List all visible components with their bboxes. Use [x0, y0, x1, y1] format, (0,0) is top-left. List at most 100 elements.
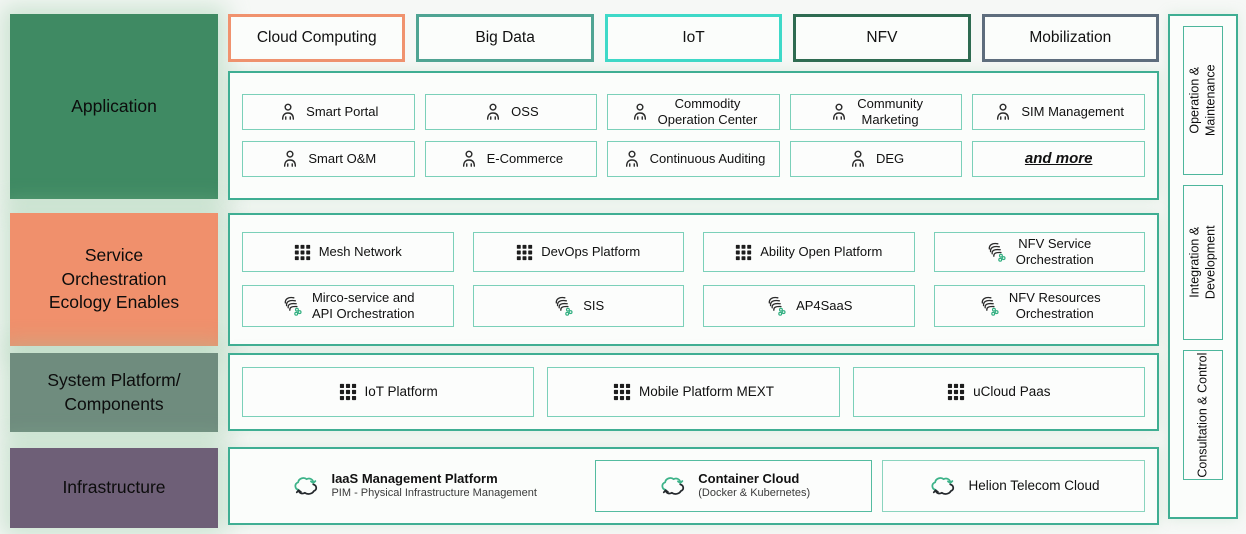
layer-label-system-platform: System Platform/ Components — [10, 353, 218, 432]
sys-item-iot-platform: IoT Platform — [242, 367, 535, 417]
app-item-smart-oam: Smart O&M — [242, 141, 415, 177]
person-icon — [633, 103, 646, 120]
app-item-label: DEG — [875, 150, 905, 166]
grid-icon — [948, 383, 965, 401]
person-icon — [997, 103, 1010, 120]
infra-item-title: Container Cloud — [698, 471, 800, 486]
service-row-2: Mirco-service and API Orchestration SIS … — [242, 285, 1145, 327]
vertical-label: Integration & Development — [1187, 225, 1218, 300]
chip-cloud-computing: Cloud Computing — [228, 14, 406, 62]
infra-item-iaas-management-platform: IaaS Management Platform PIM - Physical … — [242, 460, 585, 512]
sys-item-ucloud-paas: uCloud Paas — [852, 367, 1145, 417]
person-icon — [462, 150, 475, 167]
application-row-1: Smart Portal OSS Commodity Operation Cen… — [242, 94, 1145, 130]
vertical-label: Consultation & Control — [1195, 352, 1210, 478]
person-icon — [833, 103, 846, 120]
chip-nfv: NFV — [793, 14, 971, 62]
chip-big-data: Big Data — [416, 14, 594, 62]
main-content-column: Cloud Computing Big Data IoT NFV Mobiliz… — [228, 0, 1160, 534]
app-item-e-commerce: E-Commerce — [424, 141, 598, 177]
app-item-label: Smart Portal — [306, 103, 379, 119]
grid-icon — [294, 244, 310, 260]
person-icon — [282, 103, 295, 120]
layer-label-application: Application — [10, 14, 218, 199]
cloud-sync-icon — [931, 477, 955, 495]
swirl-icon — [284, 296, 302, 316]
vertical-label: Operation & Maintenance — [1187, 64, 1219, 137]
app-item-oss: OSS — [424, 94, 598, 130]
layer-label-service-orchestration: Service Orchestration Ecology Enables — [10, 213, 218, 346]
infra-item-container-cloud: Container Cloud (Docker & Kubernetes) — [595, 460, 873, 512]
application-panel: Smart Portal OSS Commodity Operation Cen… — [228, 71, 1159, 200]
svc-item-devops-platform: DevOps Platform — [472, 232, 684, 272]
support-services-column: Operation & Maintenance Integration & De… — [1168, 14, 1238, 519]
application-row-2: Smart O&M E-Commerce Continuous Auditing… — [242, 141, 1145, 177]
person-icon — [487, 103, 500, 120]
svc-item-nfv-resources-orchestration: NFV Resources Orchestration — [933, 285, 1145, 327]
app-item-label: Commodity Operation Center — [657, 95, 758, 127]
grid-icon — [339, 383, 356, 401]
app-item-deg: DEG — [789, 141, 963, 177]
svc-item-label: Mesh Network — [318, 243, 402, 259]
swirl-icon — [555, 296, 573, 316]
infra-item-helion-telecom-cloud: Helion Telecom Cloud — [882, 460, 1145, 512]
svc-item-label: AP4SaaS — [796, 297, 853, 313]
app-item-label: E-Commerce — [486, 150, 564, 166]
grid-icon — [613, 383, 631, 401]
layer-label-infrastructure: Infrastructure — [10, 448, 218, 528]
sys-item-mobile-platform-mext: Mobile Platform MEXT — [547, 367, 840, 417]
person-icon — [851, 150, 865, 167]
support-integration-development: Integration & Development — [1183, 185, 1223, 340]
swirl-icon — [981, 296, 999, 316]
app-item-label: SIM Management — [1021, 103, 1124, 119]
app-item-label: Community Marketing — [857, 95, 923, 127]
infra-item-text: Container Cloud (Docker & Kubernetes) — [698, 471, 810, 501]
infra-item-text: IaaS Management Platform PIM - Physical … — [331, 471, 536, 501]
svc-item-label: NFV Service Orchestration — [1015, 235, 1094, 267]
svc-item-label: DevOps Platform — [541, 243, 641, 259]
support-consultation-control: Consultation & Control — [1183, 350, 1223, 480]
app-item-community-marketing: Community Marketing — [789, 94, 963, 130]
chip-mobilization: Mobilization — [981, 14, 1160, 62]
app-item-and-more: and more — [972, 141, 1145, 177]
layer-labels-column: Application Service Orchestration Ecolog… — [10, 0, 218, 534]
infra-item-text: Helion Telecom Cloud — [968, 478, 1099, 495]
person-icon — [284, 150, 297, 167]
app-item-sim-management: SIM Management — [972, 94, 1145, 130]
sys-item-label: IoT Platform — [364, 383, 438, 399]
infra-item-title: IaaS Management Platform — [331, 471, 498, 486]
app-item-label: OSS — [511, 103, 539, 119]
sys-item-label: Mobile Platform MEXT — [638, 383, 775, 399]
swirl-icon — [768, 296, 786, 316]
and-more-label: and more — [1024, 149, 1093, 167]
grid-icon — [736, 244, 752, 260]
support-operation-maintenance: Operation & Maintenance — [1183, 26, 1223, 175]
service-orchestration-panel: Mesh Network DevOps Platform Ability Ope… — [228, 213, 1159, 346]
chip-iot: IoT — [604, 14, 783, 62]
app-item-label: Continuous Auditing — [649, 150, 766, 166]
swirl-icon — [988, 242, 1006, 262]
infra-item-subtitle: PIM - Physical Infrastructure Management — [331, 487, 537, 500]
service-row-1: Mesh Network DevOps Platform Ability Ope… — [242, 232, 1145, 272]
svc-item-micro-service-api-orchestration: Mirco-service and API Orchestration — [242, 285, 454, 327]
svc-item-sis: SIS — [472, 285, 684, 327]
technology-chips-row: Cloud Computing Big Data IoT NFV Mobiliz… — [228, 14, 1160, 62]
svc-item-ability-open-platform: Ability Open Platform — [703, 232, 915, 272]
svc-item-label: Ability Open Platform — [760, 243, 883, 259]
infrastructure-panel: IaaS Management Platform PIM - Physical … — [228, 447, 1159, 525]
svc-item-ap4saas: AP4SaaS — [703, 285, 915, 327]
system-platform-panel: IoT Platform Mobile Platform MEXT uCloud… — [228, 353, 1159, 431]
svc-item-mesh-network: Mesh Network — [242, 232, 454, 272]
app-item-smart-portal: Smart Portal — [242, 94, 415, 130]
svc-item-label: NFV Resources Orchestration — [1008, 289, 1101, 321]
svc-item-label: Mirco-service and API Orchestration — [311, 289, 415, 321]
svc-item-nfv-service-orchestration: NFV Service Orchestration — [933, 232, 1145, 272]
grid-icon — [517, 244, 533, 260]
cloud-sync-icon — [294, 477, 318, 495]
infra-item-title: Helion Telecom Cloud — [968, 477, 1100, 493]
app-item-continuous-auditing: Continuous Auditing — [607, 141, 780, 177]
sys-item-label: uCloud Paas — [973, 383, 1051, 399]
infra-item-subtitle: (Docker & Kubernetes) — [698, 487, 811, 500]
app-item-commodity-operation-center: Commodity Operation Center — [607, 94, 780, 130]
